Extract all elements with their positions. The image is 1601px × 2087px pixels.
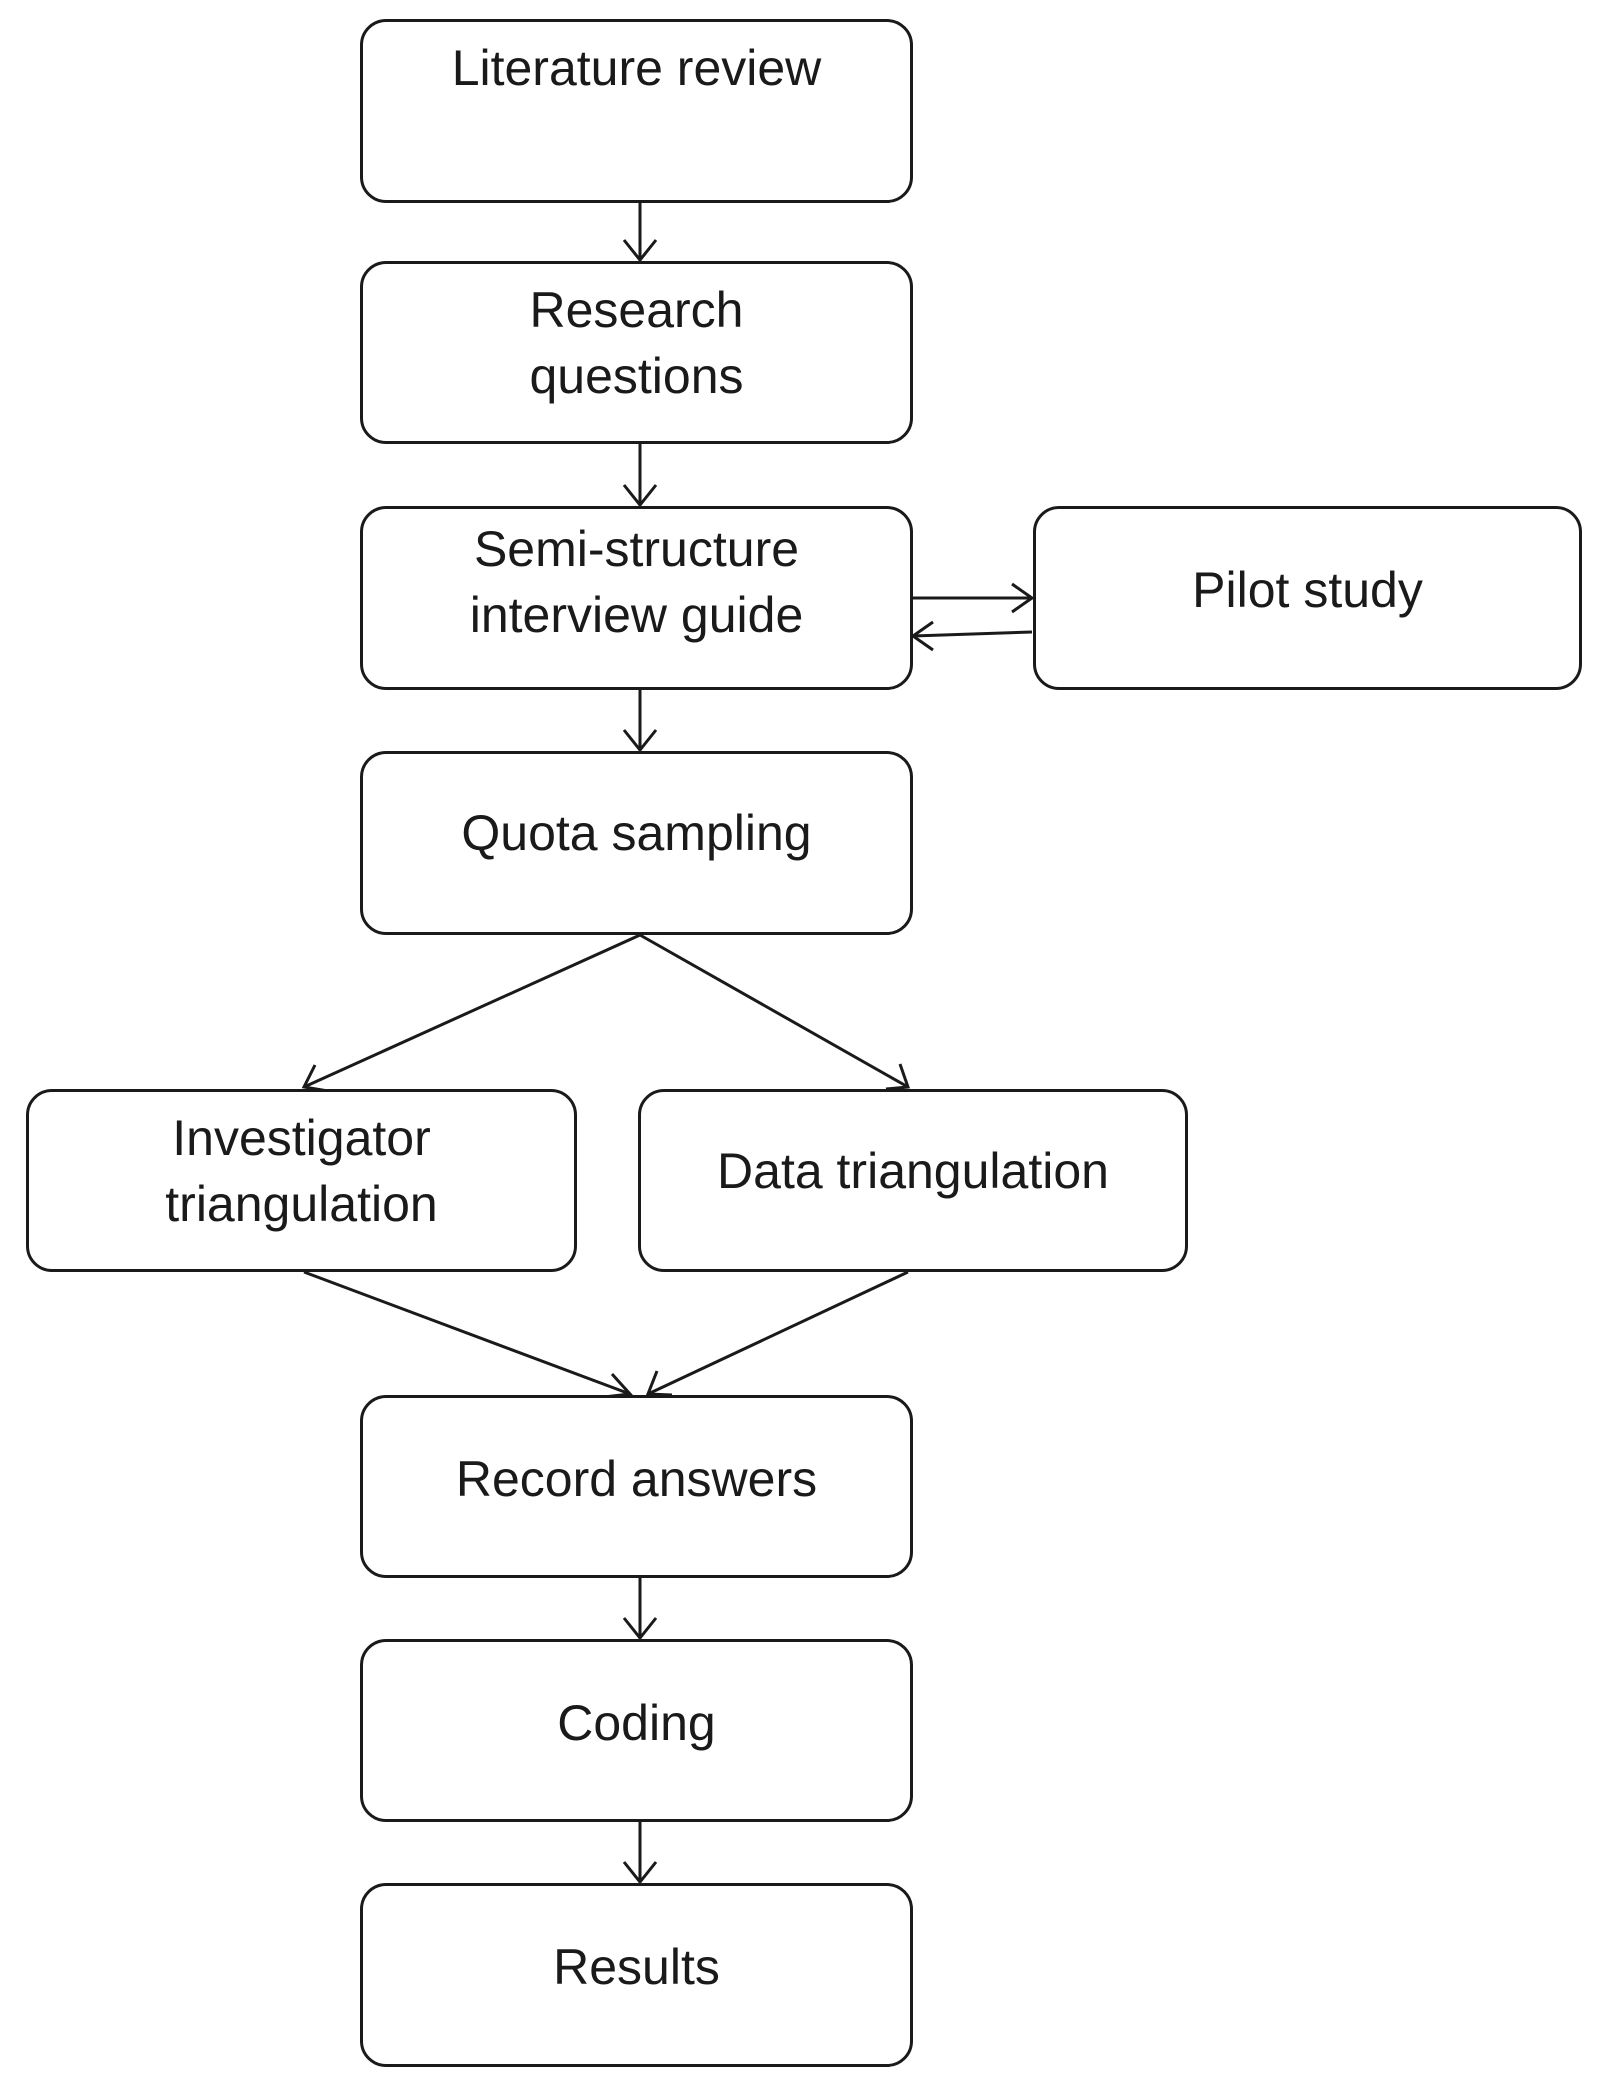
arrow-guide-to-quota [622,690,658,753]
arrow-data-to-record [645,1270,909,1397]
node-literature-review: Literature review [360,19,913,203]
node-label: Data triangulation [717,1142,1109,1199]
arrow-coding-to-results [622,1822,658,1885]
node-label: Literature review [451,40,822,96]
node-label: Pilot study [1192,562,1423,618]
node-record-answers: Record answers [360,1395,913,1578]
arrow-investigator-to-record [303,1270,634,1399]
arrow-guide-to-pilot [913,582,1035,614]
node-data-triangulation: Data triangulation [638,1089,1188,1272]
node-investigator-triangulation: Investigator triangulation [26,1089,577,1272]
node-label: Record answers [455,1450,818,1507]
node-coding: Coding [360,1639,913,1822]
arrow-pilot-to-guide [910,620,1033,652]
node-label: Coding [557,1694,716,1751]
node-label: Investigator triangulation [165,1109,438,1232]
arrow-record-to-coding [622,1578,658,1641]
arrow-literature-to-research [622,203,658,263]
node-results: Results [360,1883,913,2067]
node-label: Quota sampling [461,805,812,861]
arrow-quota-to-investigator [301,933,641,1093]
node-pilot-study: Pilot study [1033,506,1582,690]
arrow-quota-to-data [639,933,911,1091]
arrow-research-to-guide [622,444,658,508]
node-label: Semi-structure interview guide [469,521,804,643]
node-research-questions: Research questions [360,261,913,444]
node-interview-guide: Semi-structure interview guide [360,506,913,690]
node-label: Results [553,1939,720,1995]
node-quota-sampling: Quota sampling [360,751,913,935]
node-label: Research questions [529,281,744,404]
